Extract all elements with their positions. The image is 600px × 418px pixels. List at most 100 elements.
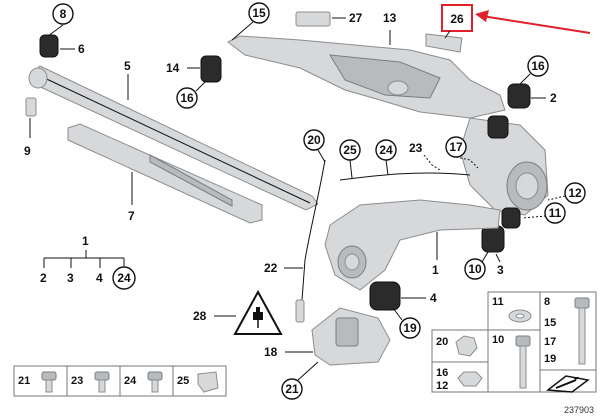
callout-circle-10 [464,258,486,280]
callout-label-11: 11 [549,206,562,220]
callout-label-6: 6 [78,42,85,56]
callout-circle-17 [445,136,467,158]
leader-line-17 [455,156,479,169]
callout-label-22: 22 [264,261,278,275]
bolt-shank-icon [519,345,527,389]
leader-line-21 [297,361,319,381]
fastener-label-8: 8 [544,296,550,308]
screw-shank-icon [98,379,106,393]
callout-label-16b: 16 [531,59,545,73]
callout-label-25: 25 [343,143,357,157]
fastener-label-11: 11 [492,296,504,308]
legend-child-label: 3 [67,271,74,285]
callout-label-24: 24 [379,143,393,157]
leader-line-8 [47,24,64,37]
callout-label-16a: 16 [180,91,194,105]
legend-child-label: 24 [117,271,131,285]
screw-head-icon [147,371,163,381]
bushing-part-2 [507,83,531,109]
screw-shank-icon [151,379,159,393]
callout-circle-19 [399,317,421,339]
callout-circle-16a [176,87,198,109]
legend-child-circle [112,266,136,290]
callout-label-10: 10 [468,262,482,276]
fastener-grid-bottom: 21 23 24 25 [13,365,227,397]
callout-circle-16b [527,55,549,77]
highlight-arrow-shaft [481,15,591,34]
callout-label-21: 21 [285,382,299,396]
callout-label-7: 7 [128,209,135,223]
bar-part-7 [67,123,263,224]
highlight-arrow-head [475,10,489,22]
control-arm-part-13 [227,35,506,119]
leader-line-16a [195,81,206,92]
fastener-label-12: 12 [436,380,448,392]
lower-arm-part-1 [324,199,501,291]
callout-circle-20 [303,129,325,151]
flange-nut-icon [457,371,483,387]
callout-label-23: 23 [409,141,423,155]
bolt-part-9 [25,97,37,117]
bolt-head-icon [515,335,531,347]
leader-line-19 [392,307,403,321]
screw-head-icon [94,371,110,381]
clip-icon [197,371,219,393]
fastener-label-20: 20 [436,336,448,348]
reference-number: 237903 [564,405,594,415]
leader-line-23 [423,154,441,171]
fastener-label-24: 24 [124,375,137,387]
leader-line-16b [519,73,531,85]
leader-line-24 [385,159,389,176]
bushing-part-3 [481,225,505,253]
bushing-part-14 [200,55,222,83]
fastener-grid-right: 11 8 15 17 19 20 10 16 12 [431,291,597,393]
bushing-part-6 [28,34,59,89]
fastener-label-15: 15 [544,317,556,329]
fastener-label-10: 10 [492,334,504,346]
callout-label-1b: 1 [432,263,439,277]
callout-label-27: 27 [349,11,363,25]
group-legend: 1 2 3 4 24 [40,234,136,290]
callout-circle-15 [248,2,270,24]
legend-child-label: 2 [40,271,47,285]
callout-label-2a: 2 [550,91,557,105]
leader-line-20 [317,149,326,163]
callout-label-9: 9 [24,144,31,158]
fastener-label-23: 23 [71,375,83,387]
brake-line-part-22 [295,159,326,323]
callout-label-4: 4 [430,291,437,305]
fastener-label-16: 16 [436,367,448,379]
bolt-shank-icon [578,307,586,365]
callout-label-26: 26 [450,12,464,26]
plate-part-26 [425,33,463,53]
callout-label-3b: 3 [497,263,504,277]
callout-circle-8 [52,3,74,25]
leader-line-3b [495,253,501,263]
callout-label-20: 20 [307,133,321,147]
leader-line-25 [349,159,353,179]
bushing-part-4 [369,281,401,311]
nut-icon [455,335,478,357]
callout-box-26 [441,4,473,32]
callout-label-19: 19 [403,321,417,335]
callout-label-12: 12 [568,186,582,200]
callout-label-8: 8 [60,7,67,21]
callout-label-14: 14 [166,61,180,75]
fastener-label-25: 25 [177,375,189,387]
callout-label-17: 17 [449,140,463,154]
callout-circle-21 [281,378,303,400]
legend-parent-label: 1 [82,234,89,248]
bracket-part-18 [311,307,391,366]
leader-line-15 [231,21,254,41]
callout-circle-24 [375,139,397,161]
callout-label-13: 13 [383,11,397,25]
fastener-label-21: 21 [18,375,30,387]
leader-line-10 [481,251,489,263]
wheel-carrier [459,115,549,216]
callout-label-5: 5 [124,59,131,73]
callout-circle-12 [564,182,586,204]
bolt-head-icon [574,297,590,309]
sensor-line-part-25 [339,172,471,181]
info-symbol-icon [546,375,590,393]
screw-head-icon [41,371,57,381]
